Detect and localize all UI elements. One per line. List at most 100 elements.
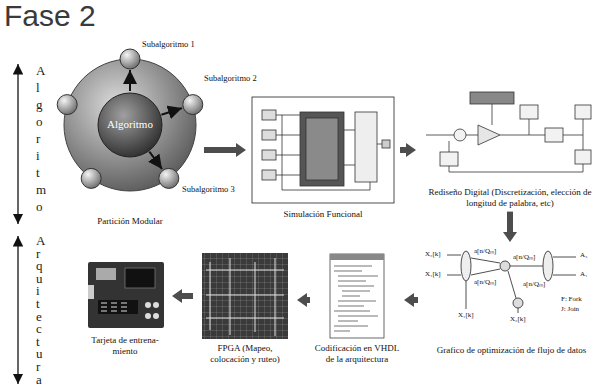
circle-outline — [98, 93, 162, 157]
training-board — [88, 262, 164, 328]
flow-arrow — [400, 147, 406, 153]
flow-arrow — [204, 147, 236, 153]
axis-label: Arquitectura — [36, 235, 61, 386]
digital-redesign-model — [478, 125, 500, 145]
subalgorithm-label: Subalgoritmo 1 — [142, 39, 195, 49]
training-board — [153, 302, 159, 308]
dataflow-graph — [508, 271, 516, 298]
note-label: F: Fork — [560, 296, 583, 304]
title: Fase 2 — [4, 0, 96, 32]
simulink-model — [306, 118, 338, 180]
simulink-model — [276, 115, 382, 175]
signal-label: X₂[k] — [424, 251, 442, 259]
node-caption: Codificación en VHDL de la arquitectura — [312, 342, 402, 366]
signal-label: a[n/Qₘ] — [473, 248, 497, 256]
training-board — [101, 303, 127, 311]
modular-partition-ring — [149, 152, 162, 169]
node-caption: Partición Modular — [58, 215, 202, 228]
fpga-layout — [202, 253, 288, 339]
digital-redesign-model — [440, 152, 458, 166]
digital-redesign-model — [520, 105, 538, 119]
dataflow-graph — [447, 251, 576, 313]
modular-partition-ring — [120, 49, 140, 69]
axis-arrow — [18, 64, 19, 384]
dataflow-graph — [447, 255, 461, 275]
training-board — [125, 268, 155, 288]
signal-label: a[n/Qₘ] — [522, 281, 546, 289]
subalgorithm-label: Subalgoritmo 3 — [182, 184, 235, 194]
node-caption: Algoritmo — [105, 117, 155, 132]
flow-arrow — [307, 297, 310, 303]
training-board — [145, 302, 151, 308]
digital-redesign-model — [426, 104, 583, 172]
training-board — [98, 300, 138, 314]
flow-arrow — [182, 293, 193, 299]
dataflow-graph — [461, 251, 471, 281]
process-panel: Codificación en VHDL de la arquitectura — [312, 250, 402, 366]
process-panel: FPGA (Mapeo, colocación y ruteo) — [195, 250, 295, 366]
axis-arrow — [17, 236, 19, 384]
simulink-model — [262, 150, 276, 160]
modular-partition-ring — [161, 108, 182, 115]
fpga-layout — [202, 253, 288, 339]
simulink-model — [282, 115, 370, 190]
algorithm-circle: Algoritmo — [97, 92, 163, 158]
modular-partition-ring — [57, 49, 203, 191]
signal-label: a[n/Qₘ] — [512, 254, 536, 262]
modular-partition-ring — [159, 168, 179, 188]
signal-label: X₁[k] — [424, 271, 442, 279]
digital-redesign-model — [426, 92, 591, 172]
training-board — [88, 262, 164, 328]
simulink-model — [300, 112, 344, 186]
training-board — [145, 313, 151, 319]
vhdl-code-window — [334, 266, 378, 331]
signal-label: a[n/Qₘ] — [473, 279, 497, 287]
vhdl-code-window — [330, 254, 384, 260]
process-panel: Rediseño Digital (Discretización, elecci… — [418, 86, 602, 210]
process-panel: Tarjeta de entrena- miento — [80, 258, 170, 358]
note-label: J: Join — [560, 306, 580, 314]
axis-label: Algoritmo — [36, 62, 61, 215]
fpga-layout — [202, 253, 288, 339]
modular-partition-ring — [129, 70, 131, 91]
node-caption: FPGA (Mapeo, colocación y ruteo) — [195, 342, 295, 366]
simulink-model — [252, 97, 394, 203]
dataflow-graph — [553, 257, 576, 275]
digital-redesign-model — [545, 128, 563, 142]
simulink-model — [355, 112, 377, 182]
modular-partition-ring — [183, 95, 203, 115]
training-board — [153, 313, 159, 319]
simulink-model — [252, 97, 394, 203]
axis-arrow — [17, 64, 19, 224]
digital-redesign-model — [575, 150, 591, 164]
node-caption: Tarjeta de entrena- miento — [80, 334, 170, 358]
simulink-model — [262, 110, 276, 120]
signal-label: X₂[k] — [509, 316, 527, 324]
dataflow-graph — [513, 298, 523, 308]
dataflow-graph — [471, 258, 500, 275]
signal-label: A₃ — [579, 252, 589, 260]
vhdl-code-window — [330, 254, 384, 338]
flow-arrow — [507, 212, 513, 232]
dataflow-graph — [543, 251, 553, 281]
training-board — [88, 285, 94, 299]
vhdl-code-window — [330, 254, 384, 338]
process-panel: Partición Modular Algoritmo — [58, 45, 202, 228]
node-caption: Grafico de optimización de flujo de dato… — [420, 344, 603, 357]
digital-redesign-model — [575, 105, 591, 119]
simulink-model — [262, 170, 276, 180]
signal-label: A₁ — [579, 271, 589, 279]
subalgorithm-label: Subalgoritmo 2 — [204, 73, 257, 83]
dataflow-graph — [510, 266, 543, 267]
fpga-layout — [206, 258, 284, 336]
digital-redesign-model — [470, 92, 514, 104]
modular-partition-ring — [81, 168, 101, 188]
simulink-model — [262, 130, 276, 140]
modular-partition-ring — [64, 59, 196, 191]
modular-partition-ring — [57, 95, 77, 115]
dataflow-graph — [500, 261, 510, 271]
process-panel: Simulación Funcional — [248, 92, 398, 221]
flow-arrow — [414, 297, 418, 303]
